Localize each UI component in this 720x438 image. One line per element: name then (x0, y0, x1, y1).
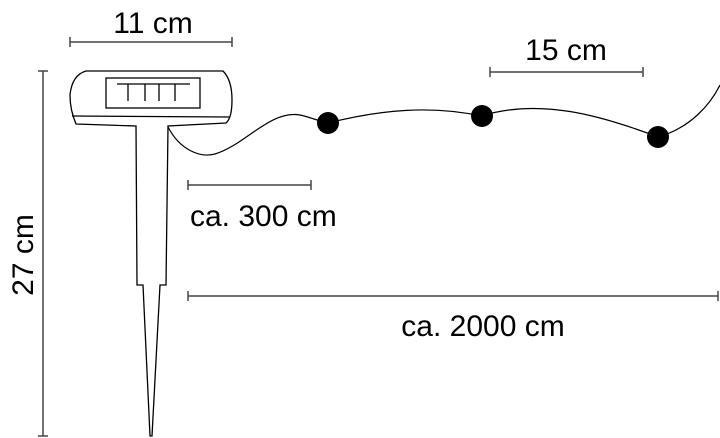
stake-body (69, 70, 233, 437)
bulb (647, 126, 669, 148)
total-length-label: ca. 2000 cm (401, 310, 564, 343)
solar-panel (105, 77, 201, 109)
bulb (317, 112, 339, 134)
head-width-dimension (69, 37, 233, 47)
bulb (471, 105, 493, 127)
height-dimension (38, 70, 48, 437)
height-label: 27 cm (7, 214, 40, 296)
head-width-label: 11 cm (113, 7, 192, 40)
bulb-spacing-label: 15 cm (525, 34, 607, 67)
solar-stake (69, 70, 233, 437)
total-length-dimension (187, 291, 719, 301)
lead-cable-label: ca. 300 cm (190, 200, 337, 233)
lead-cable-dimension (187, 180, 312, 190)
light-string-cable (167, 84, 720, 156)
bulb-spacing-dimension (489, 67, 644, 77)
